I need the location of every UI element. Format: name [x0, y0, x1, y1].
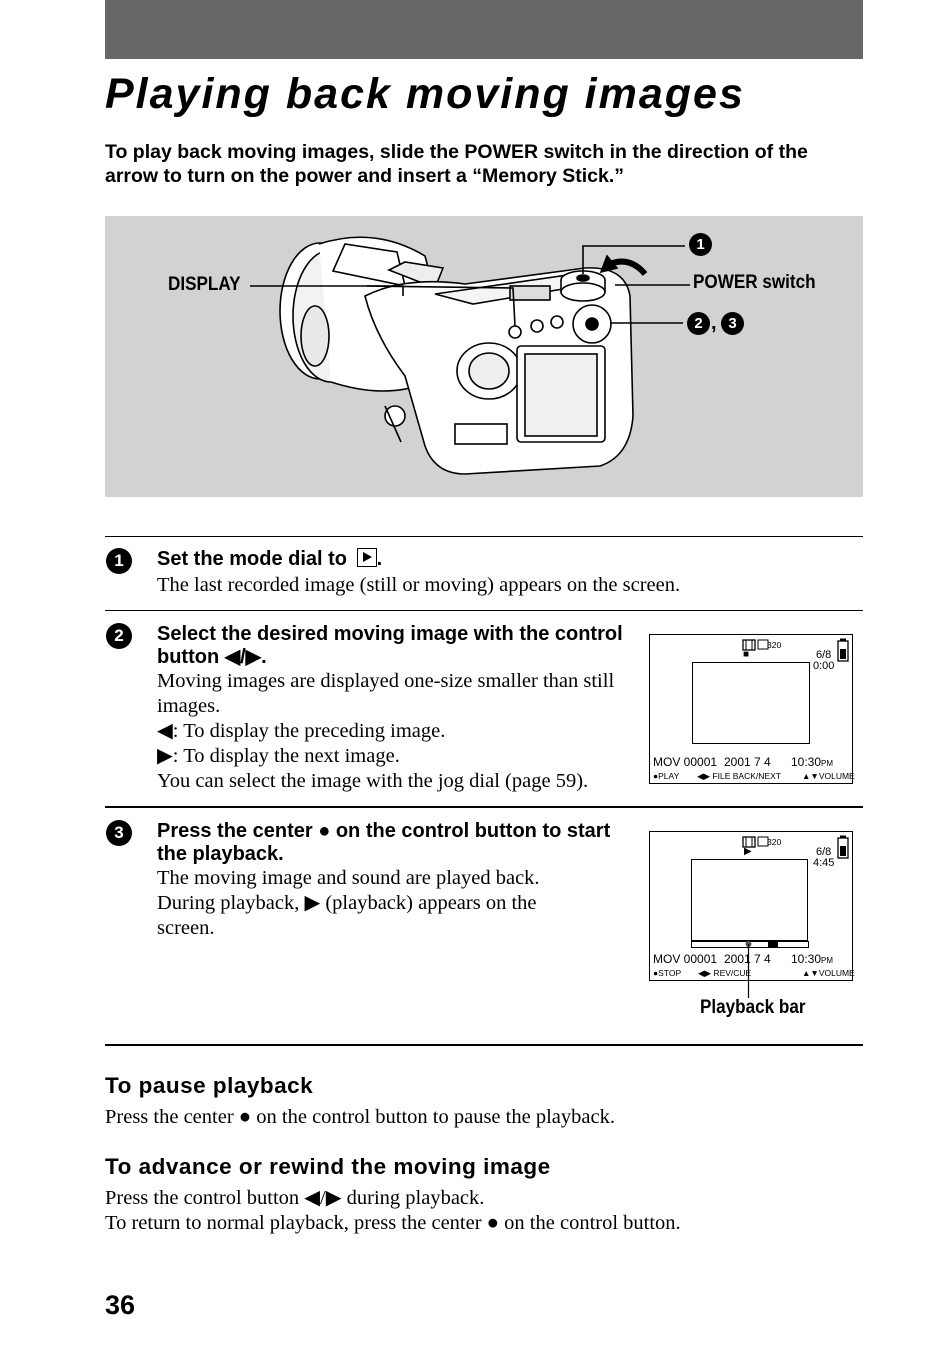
page-title: Playing back moving images — [105, 70, 745, 118]
step-2-line: You can select the image with the jog di… — [157, 770, 589, 792]
play-mode-icon — [356, 548, 377, 567]
callout-separator: , — [711, 312, 717, 334]
elapsed-time: 4:45 — [813, 857, 835, 869]
guide-play: ●PLAY — [653, 771, 680, 781]
image-counter: 6/8 — [816, 846, 832, 858]
guide-volume: ▲▼VOLUME — [802, 771, 855, 781]
step-1-heading: Set the mode dial to . — [157, 548, 382, 571]
playback-bar-label: Playback bar — [700, 997, 806, 1018]
power-switch-label: POWER switch — [693, 272, 816, 293]
step-2-line: ◀: To display the preceding image. — [157, 720, 446, 742]
step-2-line: Moving images are displayed one-size sma… — [157, 670, 615, 717]
step-3-number: 3 — [106, 820, 132, 846]
step-divider — [105, 610, 863, 611]
step-2-heading: Select the desired moving image with the… — [157, 623, 623, 668]
lcd-screen-playback: 320 ▶ 6/8 4:45 MOV 00001 2001 7 4 10:30P… — [649, 831, 855, 981]
guide-volume: ▲▼VOLUME — [802, 968, 855, 978]
guide-file-back-next: ◀▶ FILE BACK/NEXT — [697, 771, 781, 781]
advance-line: To return to normal playback, press the … — [105, 1212, 681, 1234]
record-clock: 10:30 — [791, 755, 822, 769]
stop-symbol: ■ — [743, 649, 750, 660]
step-divider — [105, 536, 863, 537]
play-symbol: ▶ — [744, 846, 752, 857]
record-time: 10:30PM — [791, 952, 833, 966]
step-3-heading: Press the center ● on the control button… — [157, 820, 611, 865]
elapsed-time: 0:00 — [813, 660, 835, 672]
step-3-text: The moving image and sound are played ba… — [157, 867, 540, 939]
camera-illustration — [250, 236, 690, 475]
image-size: 320 — [767, 837, 782, 847]
display-label: DISPLAY — [168, 274, 241, 295]
step-2-number: 2 — [106, 623, 132, 649]
record-date: 2001 7 4 — [724, 755, 771, 769]
step-1-number: 1 — [106, 548, 132, 574]
intro-text: To play back moving images, slide the PO… — [105, 141, 808, 187]
playback-bar-leader — [745, 941, 752, 998]
battery-icon — [837, 638, 849, 662]
section-divider — [105, 1044, 863, 1046]
step-divider — [105, 806, 863, 808]
preview-image — [691, 859, 808, 941]
image-counter: 6/8 — [816, 649, 832, 661]
lcd-screen-select: 320 ■ 6/8 0:00 MOV 00001 2001 7 4 10:30P… — [649, 634, 855, 784]
file-number: MOV 00001 — [653, 952, 718, 966]
page-number: 36 — [105, 1290, 136, 1320]
movie-size-icon — [742, 639, 769, 651]
pause-text: Press the center ● on the control button… — [105, 1106, 615, 1128]
playback-position — [768, 942, 778, 947]
pause-heading: To pause playback — [105, 1073, 314, 1098]
movie-size-icon — [742, 836, 769, 848]
record-ampm: PM — [821, 759, 834, 768]
step-1-heading-text: Set the mode dial to — [157, 548, 348, 570]
file-number: MOV 00001 — [653, 755, 718, 769]
step-2-line: ▶: To display the next image. — [157, 745, 400, 767]
record-date: 2001 7 4 — [724, 952, 771, 966]
header-bar — [105, 0, 863, 59]
guide-stop: ●STOP — [653, 968, 682, 978]
advance-heading: To advance or rewind the moving image — [105, 1154, 551, 1179]
guide-rev-cue: ◀▶ REV/CUE — [698, 968, 752, 978]
image-size: 320 — [767, 640, 782, 650]
preview-image — [692, 662, 810, 744]
record-ampm: PM — [821, 956, 834, 965]
callout-3: 3 — [721, 312, 744, 335]
record-clock: 10:30 — [791, 952, 822, 966]
step-2-body: Moving images are displayed one-size sma… — [157, 669, 627, 794]
record-time: 10:30PM — [791, 755, 833, 769]
battery-icon — [837, 835, 849, 859]
advance-text: Press the control button ◀/▶ during play… — [105, 1186, 681, 1236]
step-1-heading-end: . — [376, 548, 383, 570]
callout-1: 1 — [689, 233, 712, 256]
step-1-text: The last recorded image (still or moving… — [157, 574, 681, 596]
advance-line: Press the control button ◀/▶ during play… — [105, 1187, 485, 1209]
callout-2: 2 — [687, 312, 710, 335]
camera-figure: DISPLAY POWER switch 1 2 , 3 — [105, 216, 863, 497]
